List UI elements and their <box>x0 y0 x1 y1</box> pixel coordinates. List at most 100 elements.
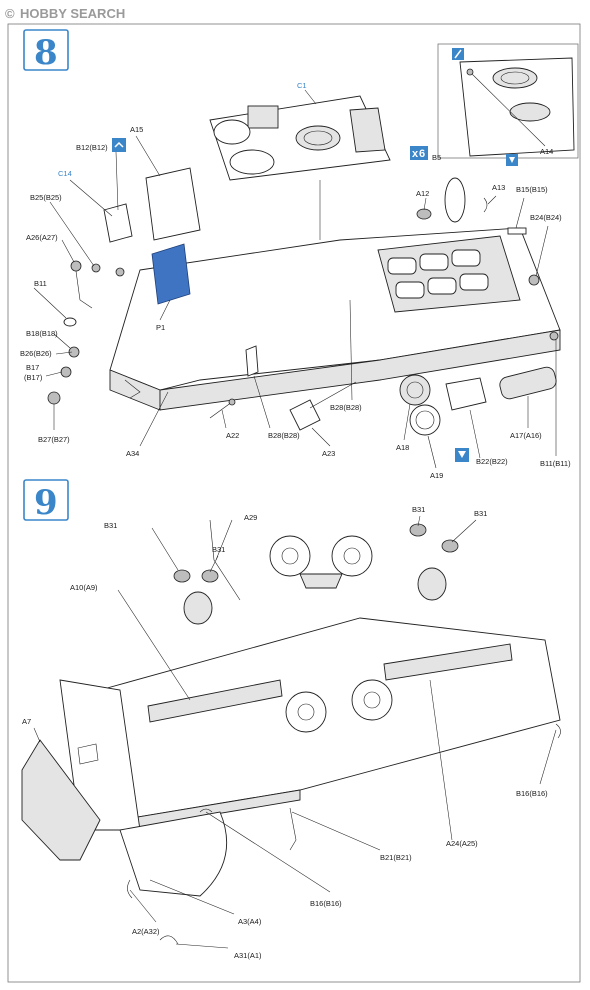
inset-hatch-ring <box>500 71 530 85</box>
part-a18 <box>399 374 431 406</box>
lower-parts <box>209 345 557 462</box>
label-b16-right: B16(B16) <box>516 789 548 798</box>
label-b15: B15(B15) <box>516 185 548 194</box>
label-c14: C14 <box>58 169 72 178</box>
label-b5: B5 <box>432 153 441 162</box>
road-wheel-pair-bottom <box>285 679 393 733</box>
turret-ring-opening <box>295 125 341 151</box>
label-p1: P1 <box>156 323 165 332</box>
road-wheel-2-hub <box>343 547 361 565</box>
step-9-leaders <box>33 515 557 949</box>
part-a22-head <box>228 398 236 406</box>
label-b31-left: B31 <box>104 521 117 530</box>
multiplier-count: 6 <box>419 148 425 160</box>
road-wheel-pair-top <box>269 535 373 589</box>
label-b17: B17 <box>26 363 39 372</box>
part-b22 <box>445 377 487 411</box>
label-a22: A22 <box>226 431 239 440</box>
label-b21: B21(B21) <box>380 853 412 862</box>
watermark-copyright: © <box>5 6 15 21</box>
label-b28-left: B28(B28) <box>268 431 300 440</box>
step-8-badge <box>23 29 69 71</box>
inset-leader <box>469 71 546 147</box>
periscope-block <box>247 105 279 129</box>
part-a18-hub <box>406 381 424 399</box>
road-wheel-3-hub <box>297 703 315 721</box>
label-a17: A17(A16) <box>510 431 542 440</box>
front-plate-hatch <box>77 743 99 765</box>
part-b11-right <box>549 331 559 341</box>
part-a31 <box>159 935 179 945</box>
label-a18: A18 <box>396 443 409 452</box>
hull-side-face <box>159 329 561 411</box>
shock-absorber-right <box>417 567 447 601</box>
part-b15 <box>507 227 527 235</box>
part-c14 <box>115 267 125 277</box>
engine-deck-grilles <box>377 235 521 313</box>
label-b25: B25(B25) <box>30 193 62 202</box>
part-b12 <box>103 203 133 243</box>
step-8-labels: A15 B12(B12) C14 B25(B25) A26(A27) B11 B… <box>20 125 571 480</box>
label-b11-right: B11(B11) <box>540 459 571 468</box>
step-8-number: 8 <box>34 33 58 73</box>
road-wheel-2 <box>331 535 373 577</box>
label-c1: C1 <box>297 81 307 90</box>
multiplier-badge <box>410 146 428 160</box>
road-wheel-1-hub <box>281 547 299 565</box>
part-b17 <box>60 366 72 378</box>
part-a23-head <box>289 399 321 431</box>
part-a17 <box>499 366 557 400</box>
label-b26: B26(B26) <box>20 349 52 358</box>
part-hook <box>124 379 141 399</box>
label-a19: A19 <box>430 471 443 480</box>
step-9-number: 9 <box>34 483 58 523</box>
label-b31-top: B31 <box>412 505 425 514</box>
part-a23-rod <box>309 381 357 409</box>
a15-icon <box>112 138 126 152</box>
label-a10: A10(A9) <box>70 583 98 592</box>
inset-glue-icon-mark <box>454 49 462 59</box>
bogies <box>147 519 513 733</box>
engine-hatch <box>349 107 386 153</box>
a15-icon-mark <box>114 141 124 148</box>
multiplier-text-x: x <box>412 148 419 160</box>
watermark-brand: HOBBY SEARCH <box>20 6 125 21</box>
part-b21 <box>289 807 297 851</box>
part-a26 <box>70 260 82 272</box>
label-a34: A34 <box>126 449 139 458</box>
radio-hatch <box>229 149 275 175</box>
step-9-labels: B31 A29 B31 B31 B31 A10(A9) A7 B16(B16) … <box>22 505 548 960</box>
shock-absorber-left <box>183 591 213 625</box>
part-a19-hub <box>415 410 435 430</box>
part-b11 <box>63 317 77 327</box>
road-wheel-1 <box>269 535 311 577</box>
part-a12 <box>416 208 432 220</box>
hatch-a15 <box>145 167 201 241</box>
label-b31-center: B31 <box>212 545 225 554</box>
part-b5-rim <box>444 177 466 223</box>
grille-1 <box>387 257 417 275</box>
label-a31: A31(A1) <box>234 951 262 960</box>
label-a12: A12 <box>416 189 429 198</box>
part-a22 <box>209 401 233 419</box>
road-wheel-4 <box>351 679 393 721</box>
label-a29: A29 <box>244 513 257 522</box>
part-b16-right <box>555 723 561 739</box>
label-b31-right: B31 <box>474 509 487 518</box>
label-a23: A23 <box>322 449 335 458</box>
road-wheel-3 <box>285 691 327 733</box>
inset-hatch-2 <box>509 102 551 122</box>
b31-left <box>173 569 191 583</box>
grille-5 <box>427 277 457 295</box>
leader-c1 <box>304 89 317 105</box>
part-a13 <box>483 197 488 213</box>
label-b17-alt: (B17) <box>24 373 43 382</box>
label-a13: A13 <box>492 183 505 192</box>
inset-cement-icon-mark <box>509 157 515 163</box>
label-b22: B22(B22) <box>476 457 508 466</box>
grille-2 <box>419 253 449 271</box>
part-a19 <box>409 404 441 436</box>
label-b24: B24(B24) <box>530 213 562 222</box>
part-a7 <box>21 739 101 861</box>
